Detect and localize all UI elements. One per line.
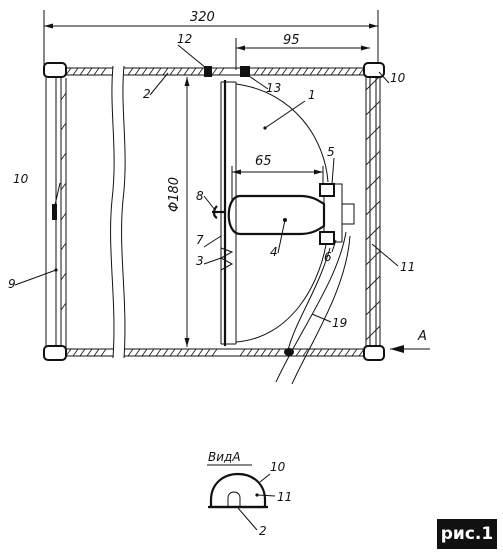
dimension-320-label: 320 — [190, 10, 215, 25]
callout-labels: 1 2 3 4 5 6 7 8 9 10 10 11 12 13 19 — [8, 32, 415, 330]
callout-6: 6 — [324, 250, 332, 264]
callout-4: 4 — [270, 245, 278, 259]
tube-top-wall — [48, 66, 374, 77]
lamp-assembly — [212, 183, 355, 245]
callout-7: 7 — [196, 233, 204, 247]
callout-9: 9 — [8, 277, 16, 291]
callout-11: 11 — [400, 260, 415, 274]
callout-leaders — [14, 44, 399, 323]
view-a-callout-11: 11 — [277, 490, 292, 504]
dimension-lamp: 65 — [231, 154, 324, 200]
callout-19: 19 — [332, 316, 347, 330]
dimension-total-length: 320 — [43, 10, 379, 66]
view-a-detail: ВидА 10 11 2 — [207, 450, 292, 538]
reflector — [219, 80, 329, 346]
view-arrow: А — [390, 329, 430, 353]
callout-2: 2 — [143, 87, 151, 101]
callout-8: 8 — [196, 189, 204, 203]
view-a-callout-10: 10 — [270, 460, 286, 474]
view-a-title: ВидА — [208, 450, 241, 464]
dimension-diameter: Φ180 — [167, 77, 190, 347]
callout-12: 12 — [177, 32, 192, 46]
dimension-95-label: 95 — [283, 33, 300, 48]
tube-bottom-wall — [48, 348, 374, 357]
callout-5: 5 — [327, 145, 335, 159]
wires — [275, 231, 351, 385]
callout-3: 3 — [196, 254, 204, 268]
left-end-cap — [43, 62, 67, 361]
figure-label: рис.1 — [437, 519, 497, 549]
view-a-callout-2: 2 — [259, 524, 267, 538]
callout-1: 1 — [308, 88, 316, 102]
right-grille — [363, 62, 385, 361]
dimension-offset: 95 — [235, 33, 370, 70]
callout-10-right: 10 — [390, 71, 406, 85]
callout-10-left: 10 — [13, 172, 29, 186]
break-lines — [110, 65, 126, 359]
dimension-65-label: 65 — [255, 154, 272, 169]
dimension-diameter-label: Φ180 — [167, 177, 182, 212]
callout-13: 13 — [266, 81, 281, 95]
view-arrow-label: А — [417, 329, 427, 344]
